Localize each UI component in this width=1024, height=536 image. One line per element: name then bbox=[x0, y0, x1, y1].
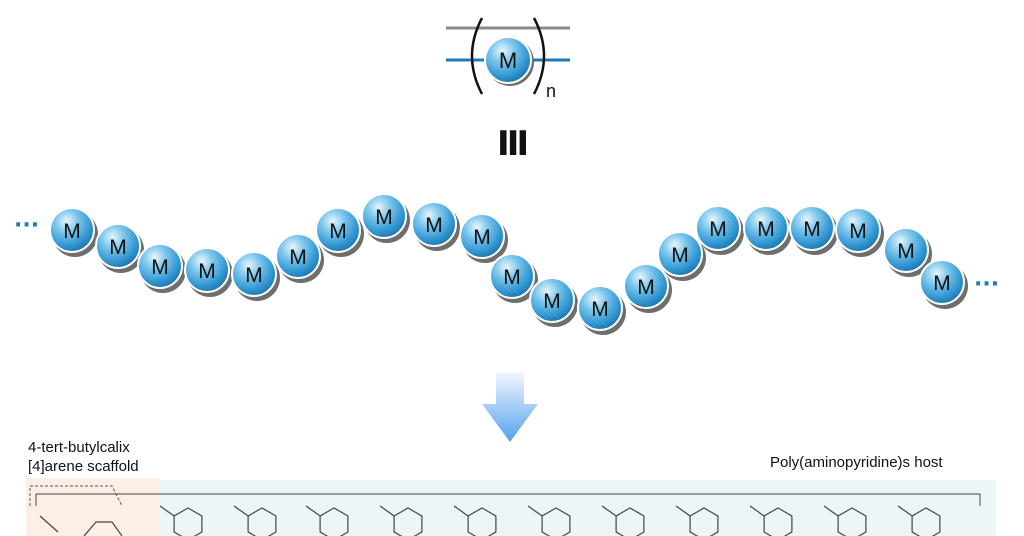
chain-bead bbox=[657, 231, 703, 277]
pyridine-rings bbox=[39, 505, 941, 536]
ring-bond bbox=[675, 505, 691, 517]
chain-bead bbox=[411, 201, 457, 247]
ring-bond bbox=[453, 505, 469, 517]
chain-bead-label: M bbox=[709, 218, 727, 241]
chain-bead-label: M bbox=[671, 244, 689, 267]
chain-bead-label: M bbox=[849, 220, 867, 243]
pyridine-ring bbox=[247, 507, 277, 536]
chain-bead-label: M bbox=[933, 272, 951, 295]
chain-bead bbox=[577, 285, 623, 331]
chain-bead bbox=[315, 207, 361, 253]
chain-bead-label: M bbox=[803, 218, 821, 241]
chain-bead bbox=[184, 247, 230, 293]
host-label: Poly(aminopyridine)s host bbox=[770, 454, 943, 471]
left-parenthesis bbox=[470, 17, 484, 95]
repeat-bead bbox=[484, 36, 532, 84]
chain-bead-label: M bbox=[375, 206, 393, 229]
ring-bond bbox=[749, 505, 765, 517]
host-panel bbox=[160, 480, 996, 536]
chain-bead bbox=[459, 213, 505, 259]
chain-ellipsis-left: ··· bbox=[14, 213, 39, 238]
chain-bead-label: M bbox=[897, 240, 915, 263]
chain-bead-label: M bbox=[329, 220, 347, 243]
ring-bond bbox=[159, 505, 175, 517]
chain-bead-label: M bbox=[503, 266, 521, 289]
chain-bead bbox=[137, 243, 183, 289]
ring-bond bbox=[305, 505, 321, 517]
chain-bead-label: M bbox=[543, 290, 561, 313]
chain-bead bbox=[529, 277, 575, 323]
chain-bead-label: M bbox=[198, 260, 216, 283]
ring-bond bbox=[379, 505, 395, 517]
chain-bead bbox=[275, 233, 321, 279]
chain-bead-label: M bbox=[425, 214, 443, 237]
chain-bead-label: M bbox=[473, 226, 491, 249]
ring-bond bbox=[897, 505, 913, 517]
ring-bond bbox=[823, 505, 839, 517]
chain-bead bbox=[883, 227, 929, 273]
chain-bead bbox=[743, 205, 789, 251]
repeat-bead-label: M bbox=[499, 48, 517, 73]
scaffold-ring bbox=[39, 515, 123, 536]
pyridine-ring bbox=[615, 507, 645, 536]
ring-bond bbox=[233, 505, 249, 517]
chain-bead-label: M bbox=[289, 246, 307, 269]
chain-bead-label: M bbox=[591, 298, 609, 321]
scaffold-bracket bbox=[29, 485, 123, 507]
chain-bead bbox=[231, 251, 277, 297]
pyridine-ring bbox=[837, 507, 867, 536]
chain-bead bbox=[695, 205, 741, 251]
scaffold-label-line1: 4-tert-butylcalix bbox=[28, 439, 130, 456]
repeat-unit: M n bbox=[446, 17, 570, 101]
chain-bead bbox=[489, 253, 535, 299]
right-parenthesis bbox=[532, 17, 546, 95]
host-bracket bbox=[35, 493, 981, 506]
chain-bead bbox=[623, 263, 669, 309]
ring-bond bbox=[601, 505, 617, 517]
pyridine-ring bbox=[393, 507, 423, 536]
chain-bead bbox=[49, 207, 95, 253]
scaffold-panel bbox=[26, 478, 160, 536]
pyridine-ring bbox=[541, 507, 571, 536]
chain-bead-label: M bbox=[757, 218, 775, 241]
pyridine-ring bbox=[911, 507, 941, 536]
chain-bead bbox=[835, 207, 881, 253]
pyridine-ring bbox=[763, 507, 793, 536]
subscript-n: n bbox=[546, 81, 556, 101]
chain-bead-label: M bbox=[637, 276, 655, 299]
chain-bead-label: M bbox=[109, 236, 127, 259]
equivalence-symbol: Ⅲ bbox=[497, 124, 529, 164]
chain-bead bbox=[95, 223, 141, 269]
pyridine-ring bbox=[689, 507, 719, 536]
chain-bead-label: M bbox=[63, 220, 81, 243]
chain-bead-label: M bbox=[245, 264, 263, 287]
chain-bead bbox=[361, 193, 407, 239]
pyridine-ring bbox=[173, 507, 203, 536]
down-arrow bbox=[482, 372, 538, 442]
chain-bead bbox=[789, 205, 835, 251]
chain-bead-label: M bbox=[151, 256, 169, 279]
scaffold-label-line2: [4]arene scaffold bbox=[28, 458, 139, 475]
chain-bead bbox=[919, 259, 965, 305]
pyridine-ring bbox=[319, 507, 349, 536]
ring-bond bbox=[527, 505, 543, 517]
pyridine-ring bbox=[467, 507, 497, 536]
chain-ellipsis-right: ··· bbox=[974, 272, 999, 297]
scaffold-label: 4-tert-butylcalix [4]arene scaffold bbox=[28, 438, 139, 476]
